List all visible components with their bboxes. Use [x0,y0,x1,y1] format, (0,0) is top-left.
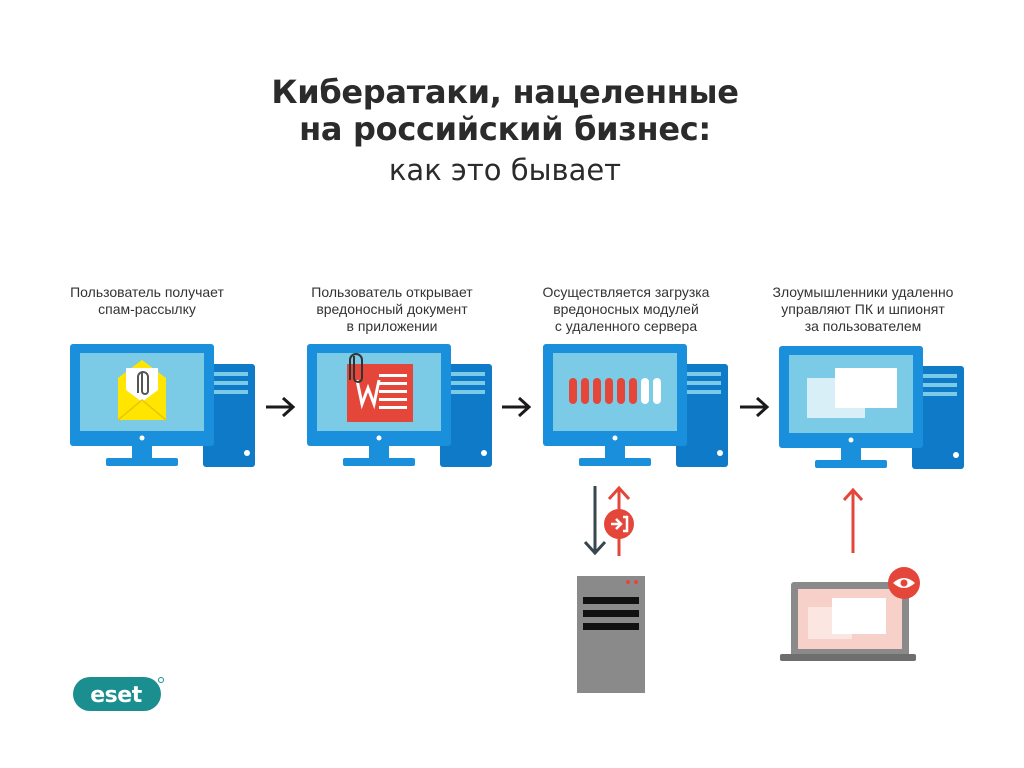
progress-segment [593,378,601,404]
login-arrow-icon [604,509,634,539]
computer-2 [307,344,492,467]
step-3-label-line: Осуществляется загрузка [542,284,710,300]
server-tower [577,576,645,693]
step-4-label-line: Злоумышленники удаленно [772,284,954,300]
flow-arrow-right-icon [740,396,770,418]
page-title-line-1: Кибератаки, нацеленные [271,73,739,111]
eset-logo-text: eset [90,683,142,708]
progress-segment [605,378,613,404]
word-document-icon [347,353,413,422]
eset-logo: eset [73,677,164,711]
step-3-label-line: с удаленного сервера [554,318,698,334]
step-2-label-line: вредоносный документ [316,301,468,317]
progress-segment [581,378,589,404]
download-progress-icon [569,378,661,404]
remote-windows-icon [807,368,897,418]
page-subtitle: как это бывает [388,153,622,187]
server-exchange-arrows [583,485,634,556]
step-1-label-line: спам-рассылку [98,301,196,317]
remote-server [577,576,645,693]
envelope-with-paperclip-icon [117,360,167,421]
computer-1 [70,344,255,467]
page-title-line-2: на российский бизнес: [299,110,711,148]
progress-segment [641,378,649,404]
step-2-label-line: в приложении [346,318,438,334]
eye-icon [888,567,920,599]
system-unit [440,364,492,467]
step-4-label: Злоумышленники удаленно управляют ПК и ш… [763,284,963,335]
computer-4 [779,346,964,469]
system-unit [912,366,964,469]
flow-arrow-right-icon [502,396,532,418]
step-2-label: Пользователь открывает вредоносный докум… [292,284,492,335]
step-3-label: Осуществляется загрузка вредоносных моду… [526,284,726,335]
progress-segment [569,378,577,404]
step-2-label-line: Пользователь открывает [311,284,473,300]
step-1-label-line: Пользователь получает [70,284,224,300]
step-4-label-line: за пользователем [804,318,922,334]
progress-segment [629,378,637,404]
attacker-control-arrow-icon [843,487,863,553]
laptop-base [780,654,916,661]
page-header: Кибератаки, нацеленные на российский биз… [0,74,1010,188]
download-arrow-icon [583,486,607,556]
attacker-laptop [780,567,920,661]
step-4-label-line: управляют ПК и шпионят [781,301,945,317]
computer-3 [543,344,728,467]
system-unit [203,364,255,467]
system-unit [676,364,728,467]
step-3-label-line: вредоносных модулей [553,301,699,317]
progress-segment [653,378,661,404]
flow-arrow-right-icon [266,396,296,418]
progress-segment [617,378,625,404]
step-1-label: Пользователь получает спам-рассылку [47,284,247,318]
